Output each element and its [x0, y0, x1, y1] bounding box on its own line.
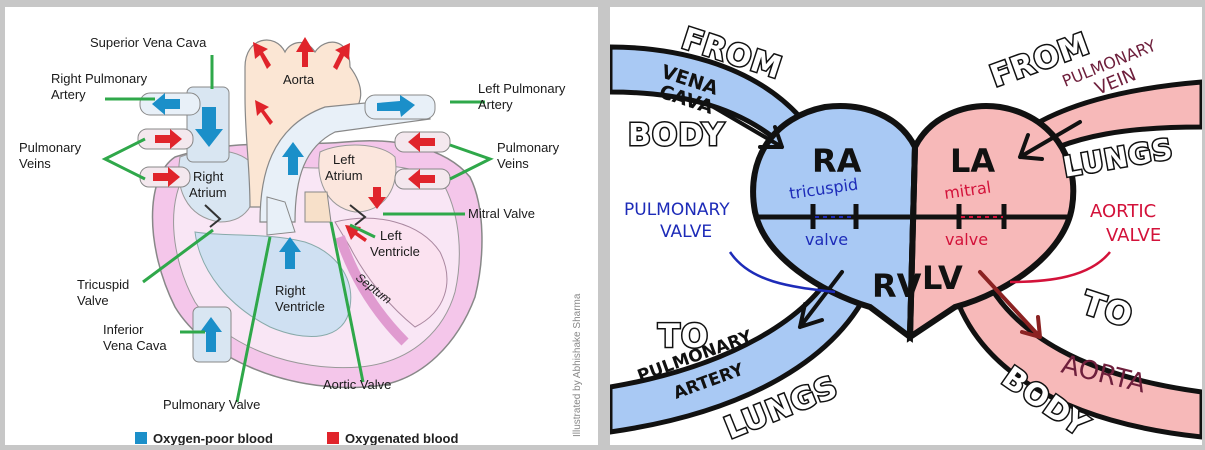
illustrator-credit: Illustrated by Abhishake Sharma [572, 293, 583, 437]
anatomical-heart-diagram: Superior Vena Cava Aorta Right Pulmonary… [5, 7, 598, 445]
label-pulmonary-veins-left-line2: Veins [19, 156, 51, 171]
label-inferior-vena-cava-line1: Inferior [103, 322, 144, 337]
label-right-atrium-line2: Atrium [189, 185, 227, 200]
label-aortic-valve-line1: AORTIC [1090, 201, 1156, 222]
label-left-ventricle-line1: Left [380, 228, 402, 243]
label-mitral-valve: Mitral Valve [468, 206, 535, 221]
label-lv: LV [922, 259, 963, 297]
label-pulmonary-veins-right-line1: Pulmonary [497, 140, 560, 155]
label-left-atrium-line2: Atrium [325, 168, 363, 183]
label-aortic-valve: Aortic Valve [323, 377, 391, 392]
label-pulmonary-veins-right-line2: Veins [497, 156, 529, 171]
label-pulmonary-valve: Pulmonary Valve [163, 397, 260, 412]
legend-swatch-oxygen-poor [135, 432, 147, 444]
label-pulmonary-valve-line2: VALVE [660, 222, 712, 242]
label-pulmonary-valve-line1: PULMONARY [624, 200, 730, 220]
label-left-pulmonary-artery-line1: Left Pulmonary [478, 81, 566, 96]
legend-label-oxygen-poor: Oxygen-poor blood [153, 431, 273, 445]
label-right-atrium-line1: Right [193, 169, 224, 184]
label-tricuspid-valve-line2: Valve [77, 293, 109, 308]
aortic-valve-shape [305, 192, 331, 222]
legend: Oxygen-poor blood Oxygenated blood [135, 431, 458, 445]
label-body-left: BODY [628, 118, 725, 153]
label-left-atrium-line1: Left [333, 152, 355, 167]
sketch-heart-diagram: FROM BODY FROM LUNGS TO LUNGS TO BODY VE… [610, 7, 1202, 445]
label-aortic-valve-line2: VALVE [1106, 225, 1161, 246]
label-la: LA [950, 142, 995, 180]
legend-label-oxygenated: Oxygenated blood [345, 431, 458, 445]
label-inferior-vena-cava-line2: Vena Cava [103, 338, 167, 353]
legend-swatch-oxygenated [327, 432, 339, 444]
label-tricuspid-valve-line1: Tricuspid [77, 277, 129, 292]
label-mitral-valve-word: valve [945, 230, 988, 249]
label-right-pulmonary-artery-line2: Artery [51, 87, 86, 102]
label-left-pulmonary-artery-line2: Artery [478, 97, 513, 112]
label-right-ventricle-line1: Right [275, 283, 306, 298]
label-right-ventricle-line2: Ventricle [275, 299, 325, 314]
label-pulmonary-veins-left-line1: Pulmonary [19, 140, 82, 155]
label-rv: RV [872, 267, 922, 305]
sketch-heart-svg: FROM BODY FROM LUNGS TO LUNGS TO BODY VE… [610, 7, 1202, 445]
label-right-pulmonary-artery-line1: Right Pulmonary [51, 71, 148, 86]
label-superior-vena-cava: Superior Vena Cava [90, 35, 207, 50]
label-aorta: Aorta [283, 72, 315, 87]
anatomical-heart-svg: Superior Vena Cava Aorta Right Pulmonary… [5, 7, 598, 445]
label-to-right: TO [1078, 283, 1138, 335]
label-tricuspid-valve-word: valve [805, 230, 848, 249]
label-left-ventricle-line2: Ventricle [370, 244, 420, 259]
